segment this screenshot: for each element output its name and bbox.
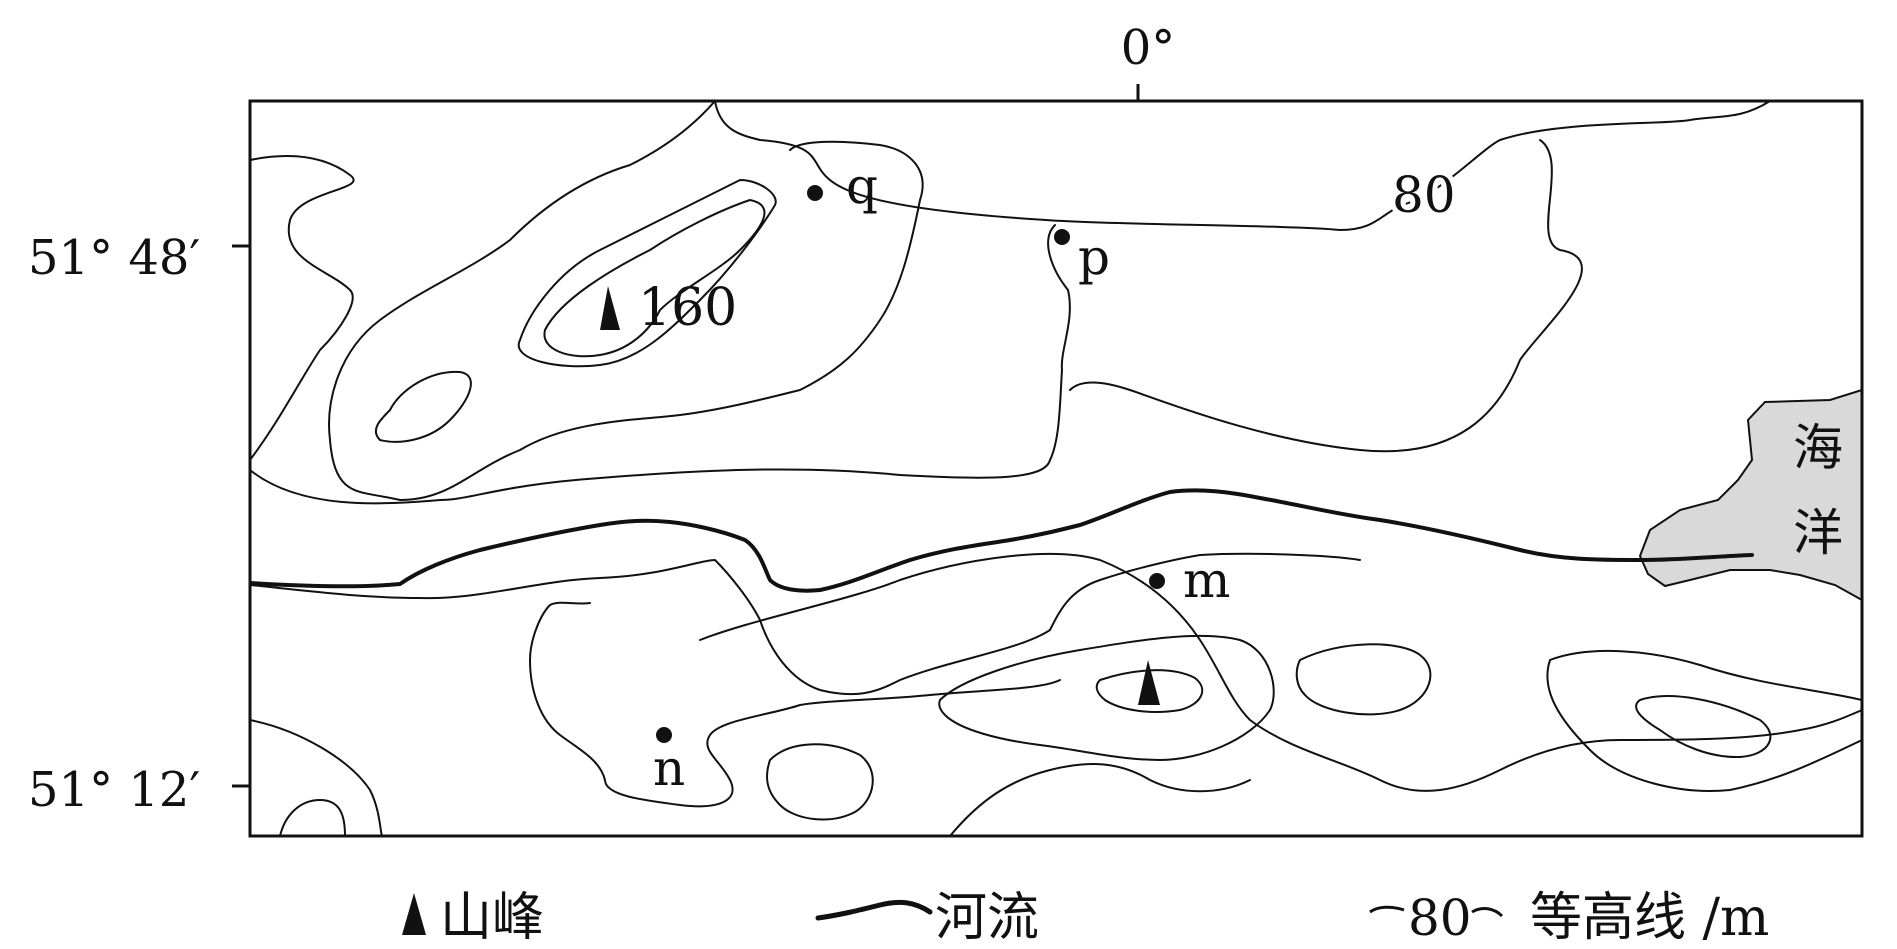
river xyxy=(250,488,1754,593)
contour-line-south-central xyxy=(699,552,1862,792)
sea-area xyxy=(1638,388,1862,602)
contour-line-southeast-outer xyxy=(1546,649,1862,792)
peak-icon-north xyxy=(600,286,620,330)
contour-line-p-tongue xyxy=(250,224,1071,505)
point-p-label: p xyxy=(1078,228,1110,286)
sea-label-char-2: 洋 xyxy=(1793,504,1843,562)
latitude-label-upper: 51° 48′ xyxy=(28,230,200,286)
contour-line-south-west xyxy=(529,601,1061,808)
legend-contour-label: 等高线 /m xyxy=(1530,888,1769,948)
contour-line-south-small-loop xyxy=(766,743,874,821)
legend-river-label: 河流 xyxy=(935,888,1039,948)
legend-river-symbol xyxy=(815,899,933,921)
legend-contour-left-tick xyxy=(1369,905,1405,914)
point-q-label: q xyxy=(846,157,878,215)
contour-line-south-bottom xyxy=(949,763,1251,836)
point-m-marker xyxy=(1149,573,1165,589)
contour-value-label: 80 xyxy=(1392,166,1456,224)
contour-line-east-loop xyxy=(1295,643,1432,716)
sea-label-char-1: 海 xyxy=(1793,419,1843,477)
contour-line-160-peak xyxy=(543,199,766,358)
point-m-label: m xyxy=(1183,551,1230,609)
contour-line-southwest-corner xyxy=(250,719,383,836)
legend-contour-right-tick xyxy=(1471,907,1504,918)
contour-line-south-valley xyxy=(250,552,1361,696)
point-n-marker xyxy=(656,727,672,743)
legend: 山峰 河流 80 等高线 /m xyxy=(402,888,1769,948)
contour-line-80-east xyxy=(1069,139,1583,453)
longitude-label: 0° xyxy=(1121,20,1176,76)
legend-peak-label: 山峰 xyxy=(440,888,544,948)
point-p-marker xyxy=(1054,229,1070,245)
contour-line-peak-outer xyxy=(938,634,1275,761)
contour-line-140-west-loop xyxy=(374,370,472,443)
map-frame xyxy=(248,99,1864,838)
contour-line-120-ridge xyxy=(328,101,924,501)
contour-line-120-northwest xyxy=(250,154,355,461)
legend-contour-value: 80 xyxy=(1408,889,1472,947)
point-n-label: n xyxy=(653,739,685,797)
contour-line-southeast-inner xyxy=(1635,695,1772,759)
legend-peak-icon xyxy=(402,893,426,935)
contour-line-peak-inner xyxy=(1095,669,1204,713)
peak-icon-south xyxy=(1138,660,1160,705)
contour-line-80-north xyxy=(714,101,1771,231)
latitude-label-lower: 51° 12′ xyxy=(28,762,200,818)
point-q-marker xyxy=(807,185,823,201)
contour-line-140-ridge xyxy=(517,179,777,368)
peak-elevation-label: 160 xyxy=(638,278,737,338)
